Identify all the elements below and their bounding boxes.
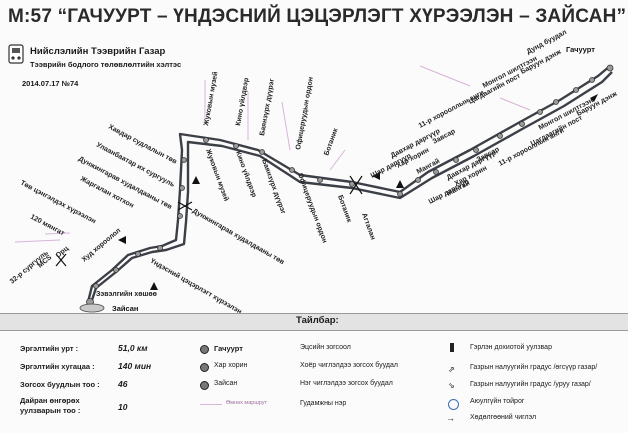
stop-label-shar-south: Шар даргүүр — [428, 179, 471, 206]
legend-symbol-direction: Хөдөлгөөний чиглэл — [470, 414, 537, 421]
issue-date: 2014.07.17 №74 — [22, 79, 79, 88]
stop-label-kino-south: Кино үйлдвэр — [234, 150, 258, 198]
legend-stops-label: Зогсох буудлын тоо : — [20, 380, 100, 389]
legend-junctions-value: 10 — [118, 402, 128, 412]
legend-junctions-label-2: уулзварын тоо : — [20, 406, 81, 415]
legend-length-label: Эргэлтийн урт : — [20, 344, 79, 353]
legend-title: Тайлбар: — [296, 315, 339, 326]
legend-symbol-street: Гудамжны нэр — [300, 400, 347, 407]
direction-arrows — [118, 94, 598, 290]
legend-length-value: 51,0 км — [118, 343, 148, 353]
legend-terminal-1: Гачуурт — [214, 344, 243, 353]
stop-label-undesnii: Үндэсний цэцэрлэгт хүрээлэн — [149, 257, 243, 313]
legend-terminal-3: Зайсан — [214, 380, 238, 387]
legend-previous-route: Өмнөх маршрут — [226, 400, 268, 406]
previous-route-line-icon — [200, 404, 222, 405]
stop-label-ulaanbaatar: Улаанбаатар их сургууль — [95, 141, 177, 189]
traffic-light-junctions — [55, 175, 363, 267]
stop-label-gachuurt: Гачуурт — [566, 45, 595, 54]
stop-label-ofitser-north: Офицеруудын ордон — [295, 76, 315, 150]
traffic-light-icon — [450, 343, 454, 352]
route-title: М:57 “ГАЧУУРТ – ҮНДЭСНИЙ ЦЭЦЭРЛЭГТ ХҮРЭЭ… — [8, 6, 627, 27]
terminal-stop-icon — [200, 381, 209, 390]
legend-stops-value: 46 — [118, 379, 128, 389]
route-map: Гачуурт Дунд буудал Баруун дэнж Баруун д… — [9, 28, 619, 313]
stop-markers — [86, 64, 614, 306]
uphill-slope-icon: ⇗ — [448, 365, 455, 374]
stop-label-khud: Худ хороолол — [81, 227, 122, 263]
legend-symbol-uphill: Газрын налуугийн градус /өгсүүр газар/ — [470, 364, 598, 371]
terminal-stop-icon — [200, 345, 209, 354]
stop-label-dund-buudal: Дунд буудал — [525, 28, 568, 56]
organization-department: Тээврийн бодлого төлөвлөлтийн хэлтэс — [30, 60, 182, 69]
legend-symbol-roundabout: Аюулгүйн тойрог — [470, 398, 525, 405]
stop-label-botanik-south: Ботаник — [336, 194, 352, 224]
organization-name: Нийслэлийн Тээврийн Газар — [30, 46, 166, 57]
legend-symbol-downhill: Газрын налуугийн градус /уруу газар/ — [470, 381, 591, 388]
legend-terminal-2: Хар хорин — [214, 362, 248, 369]
stop-label-surguul: 32-р сургууль — [9, 249, 51, 285]
stop-label-zhukov-south: Жуковын музей — [204, 147, 231, 202]
legend-symbol-traffic-light: Гэрлэн дохиотой уулзвар — [470, 344, 552, 351]
legend-header-bar — [0, 313, 628, 331]
stop-label-zaisan: Зайсан — [112, 304, 138, 313]
direction-arrow-icon: → — [446, 413, 455, 423]
legend-symbol-two-way: Хоёр чиглэлдээ зогсох буудал — [300, 362, 398, 369]
downhill-slope-icon: ⇘ — [448, 381, 455, 390]
stop-label-dunjingarav-east: Дунжингарав худалдааны төв — [191, 208, 286, 267]
stop-label-agtalan: Агталан — [360, 212, 376, 241]
stop-label-zevelgiin: Зэвэлгийн хөшөө — [96, 290, 157, 298]
stop-label-bayanzurkh-north: Баянзүрх дүүрэг — [259, 78, 276, 136]
legend-symbol-terminal: Эцсийн зогсоол — [300, 344, 351, 351]
stop-label-khoroolol-south: 11-р хорооллын анги — [498, 127, 566, 167]
legend-symbol-one-way: Нэг чиглэлдээ зогсох буудал — [300, 380, 393, 387]
legend-duration-value: 140 мин — [118, 361, 152, 371]
organization-logo-icon — [8, 44, 24, 64]
legend-junctions-label-1: Дайран өнгөрөх — [20, 396, 80, 405]
stop-label-bayanzurkh-south: Баянзүрх дүүрэг — [260, 158, 286, 215]
roundabout-icon — [448, 399, 459, 410]
zaisan-terminal-marker — [79, 303, 105, 313]
stop-label-botanik-north: Ботаник — [323, 127, 339, 157]
legend-duration-label: Эргэлтийн хугацаа : — [20, 362, 95, 371]
street-lines — [14, 65, 531, 243]
terminal-stop-icon — [200, 363, 209, 372]
stop-label-khoroolol-north: 11-р хорооллын анги — [418, 89, 486, 129]
